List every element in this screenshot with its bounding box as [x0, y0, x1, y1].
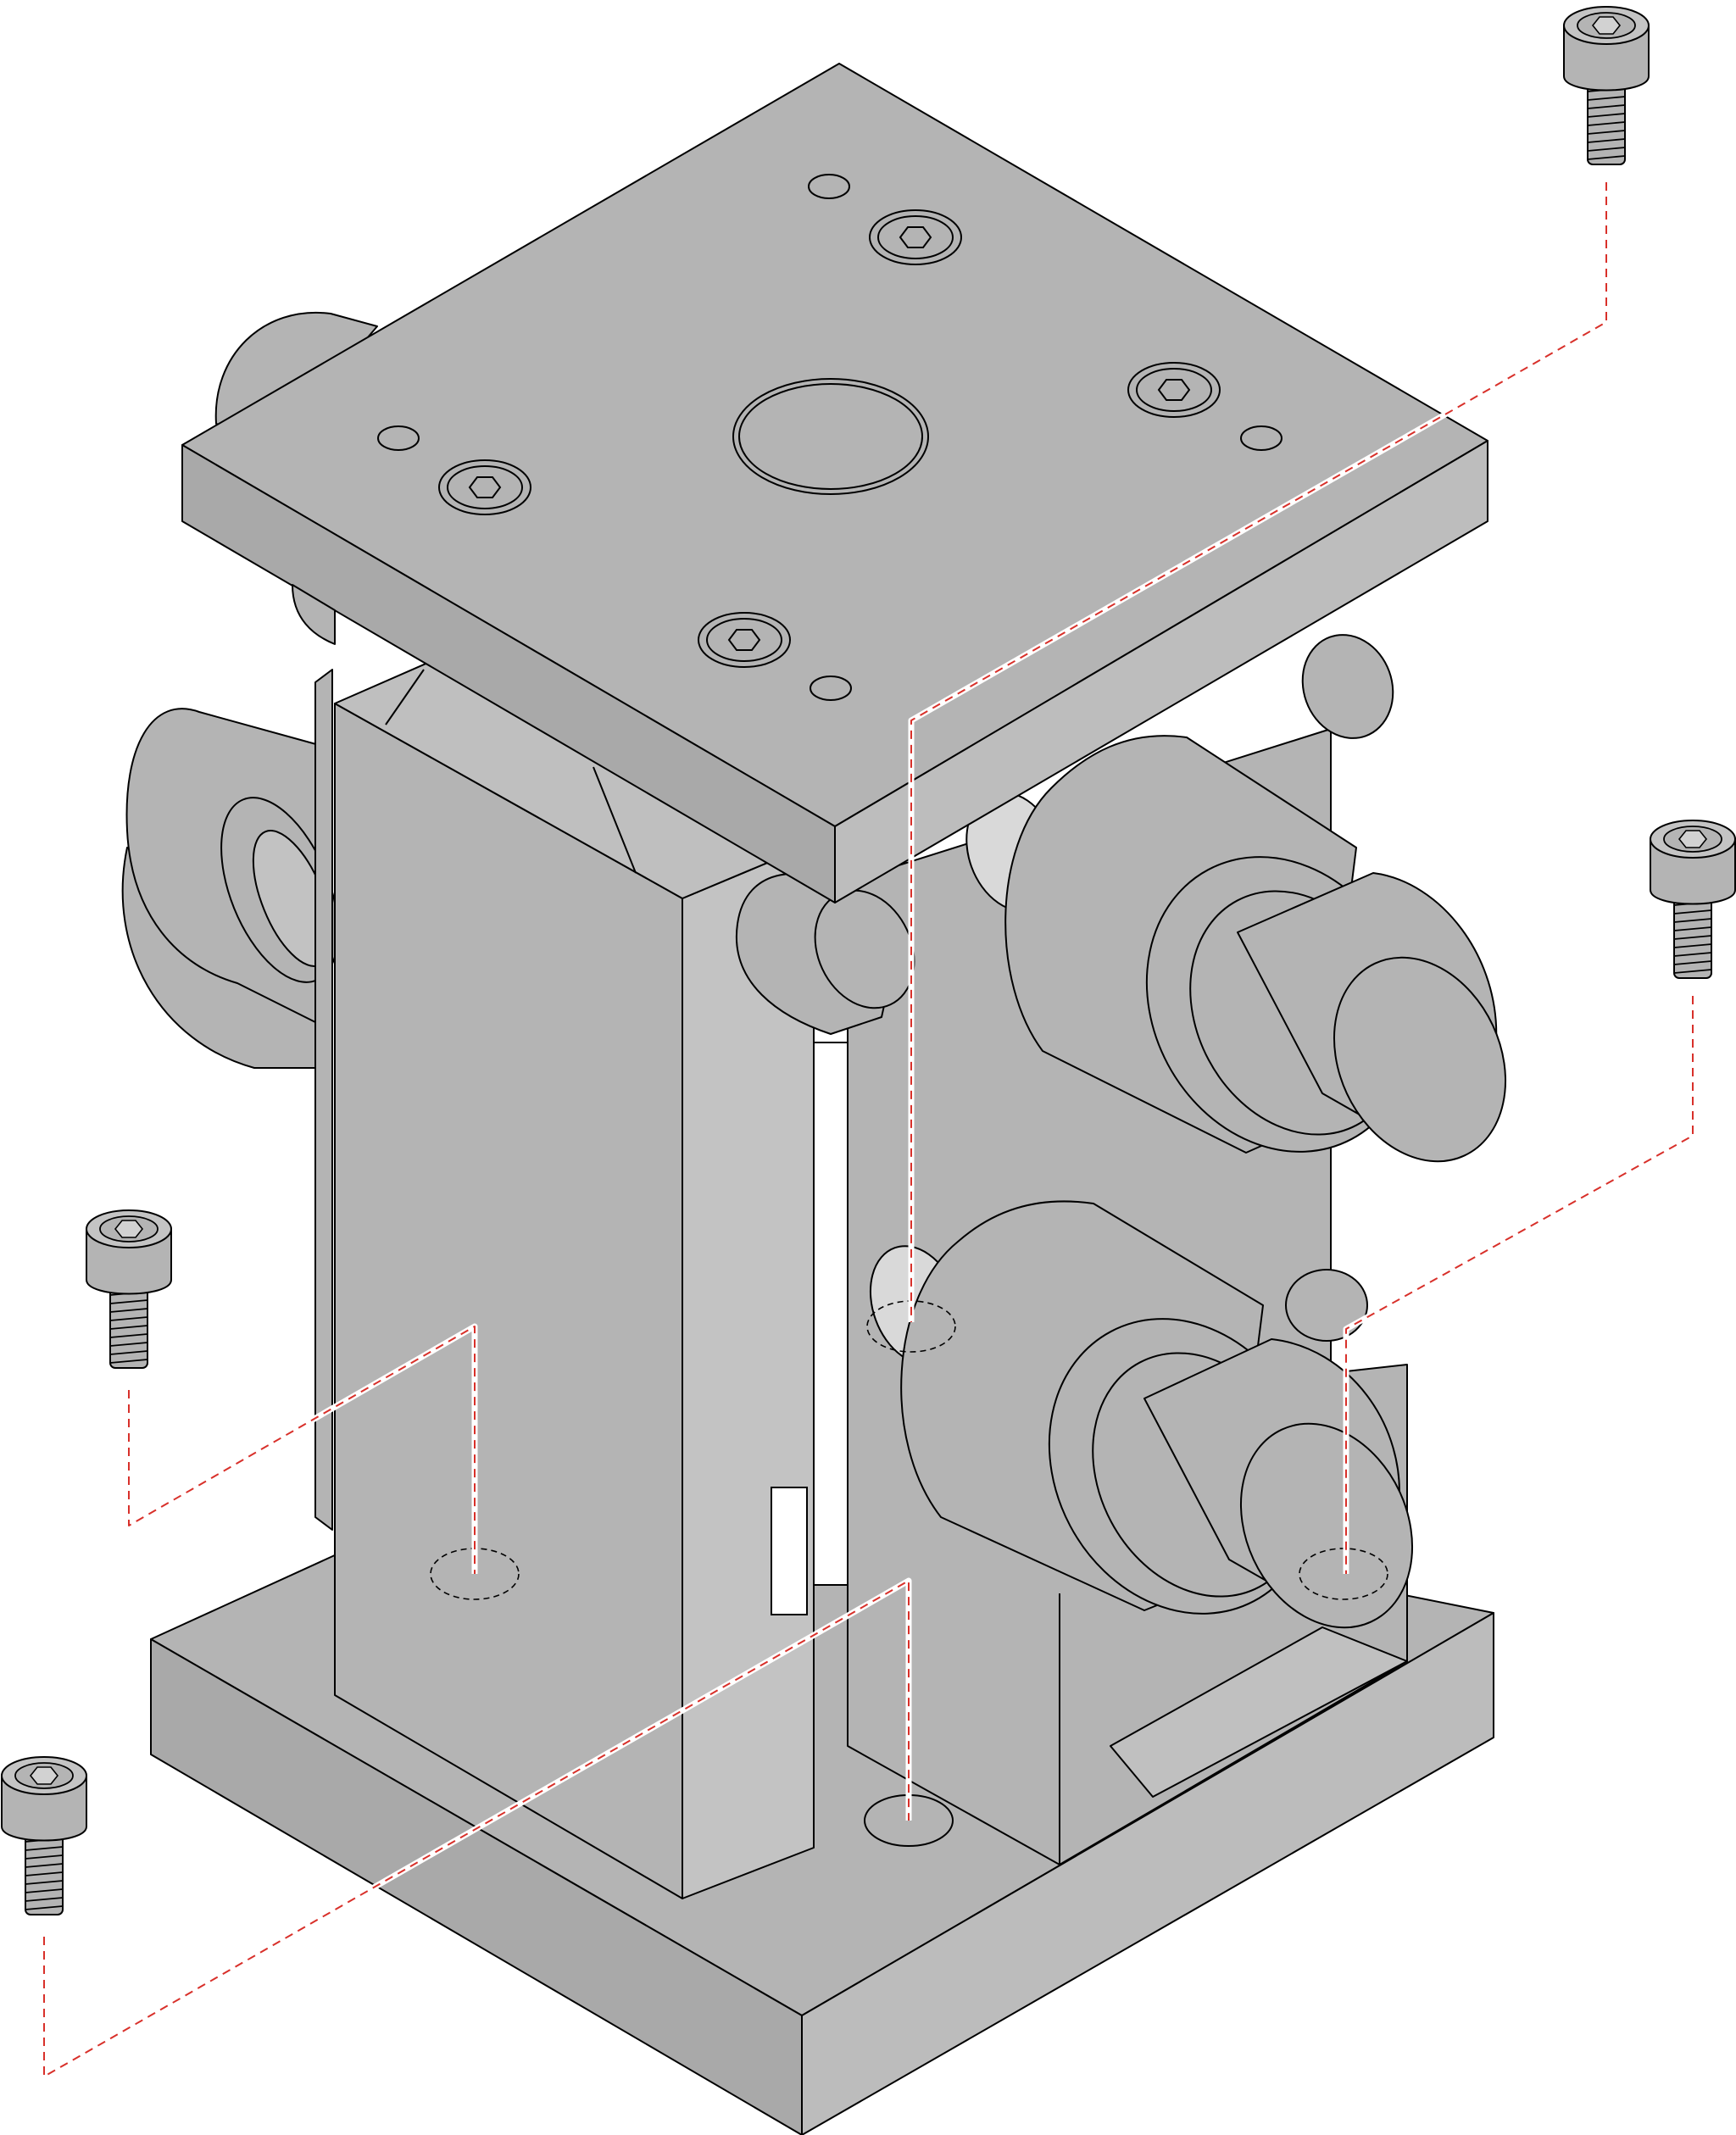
slot-strip — [813, 1042, 849, 1586]
lower-micrometer — [869, 1200, 1414, 1629]
guide-line-1 — [910, 182, 1607, 1322]
countersunk-screw-1 — [869, 209, 962, 265]
base-plate-left-face — [150, 1638, 803, 2135]
socket-head-cap-screw-icon — [1, 1756, 87, 1915]
upper-micrometer — [965, 735, 1507, 1163]
top-plate-features — [377, 174, 1283, 701]
guide-line-4 — [43, 1580, 910, 2077]
left-carriage-edge — [385, 669, 425, 726]
hex-socket-icon — [899, 226, 932, 248]
slot-window — [771, 1487, 808, 1615]
dowel-hole-2 — [377, 425, 420, 451]
base-plate-right-face — [801, 1612, 1494, 2135]
hex-socket-icon — [1157, 379, 1191, 401]
assembly-guide-lines — [41, 182, 1696, 2080]
countersunk-screw-3 — [438, 459, 531, 515]
left-thin-plate — [314, 669, 333, 1531]
center-bore-inner — [738, 383, 923, 490]
dowel-hole-1 — [808, 174, 850, 199]
lower-side-nub — [1285, 1269, 1368, 1342]
left-carriage — [121, 643, 815, 1899]
right-lower-wedge — [1110, 1626, 1408, 1798]
lower-micrometer-cap — [1239, 1422, 1414, 1629]
socket-head-cap-screw-icon — [1650, 820, 1736, 979]
countersunk-screw-2 — [1127, 362, 1221, 418]
socket-head-cap-screw-icon — [1563, 6, 1650, 165]
hex-socket-icon — [727, 629, 761, 651]
guide-line-3 — [128, 1326, 476, 1574]
upper-micrometer-cap — [1333, 956, 1507, 1163]
hex-socket-icon — [468, 476, 502, 498]
countersunk-screws — [438, 209, 1221, 668]
left-carriage-front — [334, 703, 683, 1899]
right-top-nub — [1301, 634, 1394, 739]
dowel-hole-4 — [810, 676, 852, 701]
dowel-hole-3 — [1240, 425, 1283, 451]
left-carriage-edge-2 — [593, 766, 637, 874]
countersunk-screw-4 — [698, 612, 791, 668]
socket-head-cap-screw-icon — [86, 1209, 172, 1369]
guide-line-2 — [1345, 996, 1694, 1574]
under-plate-tab — [292, 584, 336, 645]
top-plate-right-face — [834, 440, 1488, 903]
